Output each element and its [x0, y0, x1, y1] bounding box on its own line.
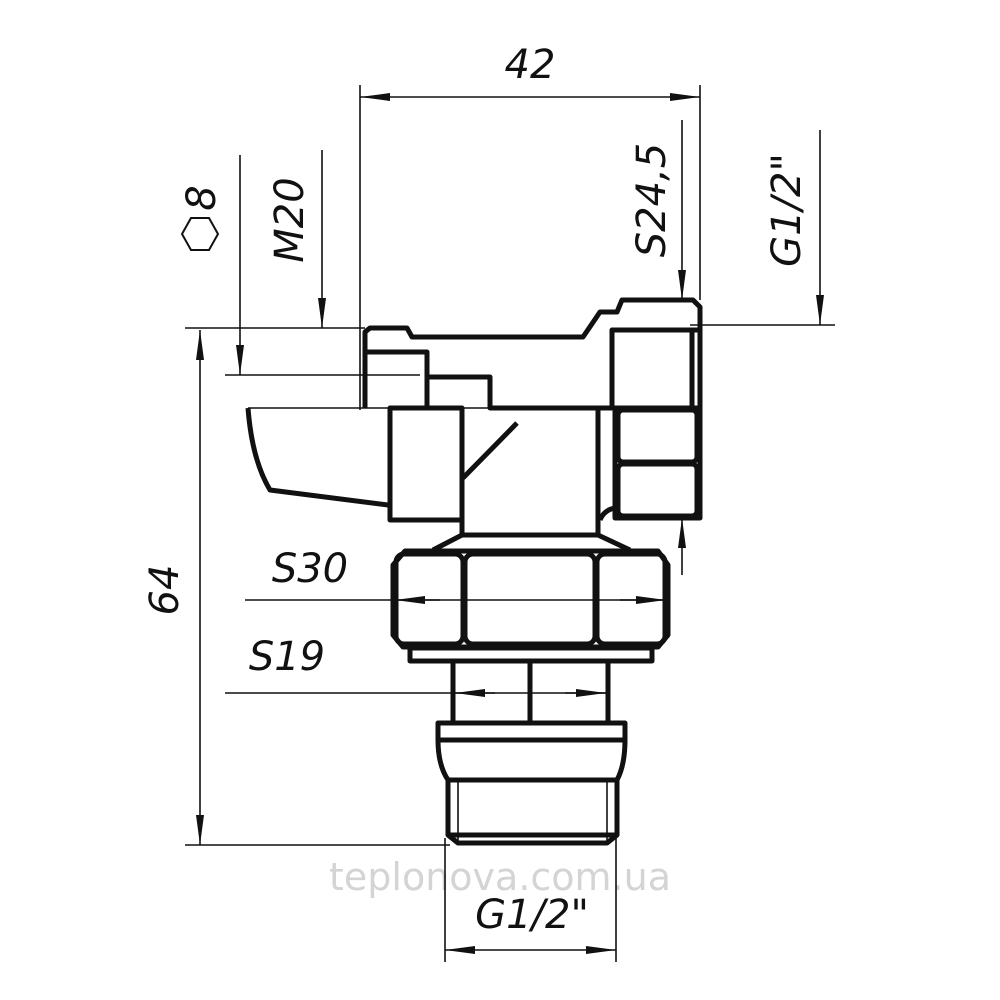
- dim-s24-label: S24,5: [629, 143, 675, 257]
- section-hatch: [362, 297, 703, 411]
- dim-s30-label: S30: [272, 546, 348, 592]
- hexagon-icon: [180, 217, 220, 251]
- dimension-64: 64: [142, 330, 450, 846]
- dim-64-label: 64: [142, 565, 188, 616]
- thread-bottom: [445, 780, 620, 846]
- hex-nut-s30: [390, 548, 671, 650]
- dimension-hex-8: 8: [179, 155, 420, 376]
- dimension-42: 42: [359, 42, 701, 410]
- valve-body: [245, 297, 703, 846]
- dim-m20-label: M20: [267, 177, 313, 262]
- dimension-m20: M20: [267, 150, 326, 328]
- watermark: teplonova.com.ua: [329, 855, 671, 899]
- dimension-s24-5: S24,5: [629, 120, 686, 575]
- dim-s19-label: S19: [249, 634, 325, 680]
- dimension-s19: S19: [225, 634, 608, 697]
- collar: [435, 720, 628, 783]
- dimension-g12-side: G1/2": [690, 130, 835, 326]
- handle: [245, 407, 389, 508]
- dim-g12-side-label: G1/2": [764, 153, 810, 267]
- dim-hex-label: 8: [179, 185, 225, 210]
- dimension-g12-bottom: G1/2": [444, 838, 617, 962]
- dim-42-label: 42: [505, 42, 556, 88]
- dimension-s30: S30: [245, 546, 668, 604]
- dim-g12-bottom-label: G1/2": [475, 892, 589, 938]
